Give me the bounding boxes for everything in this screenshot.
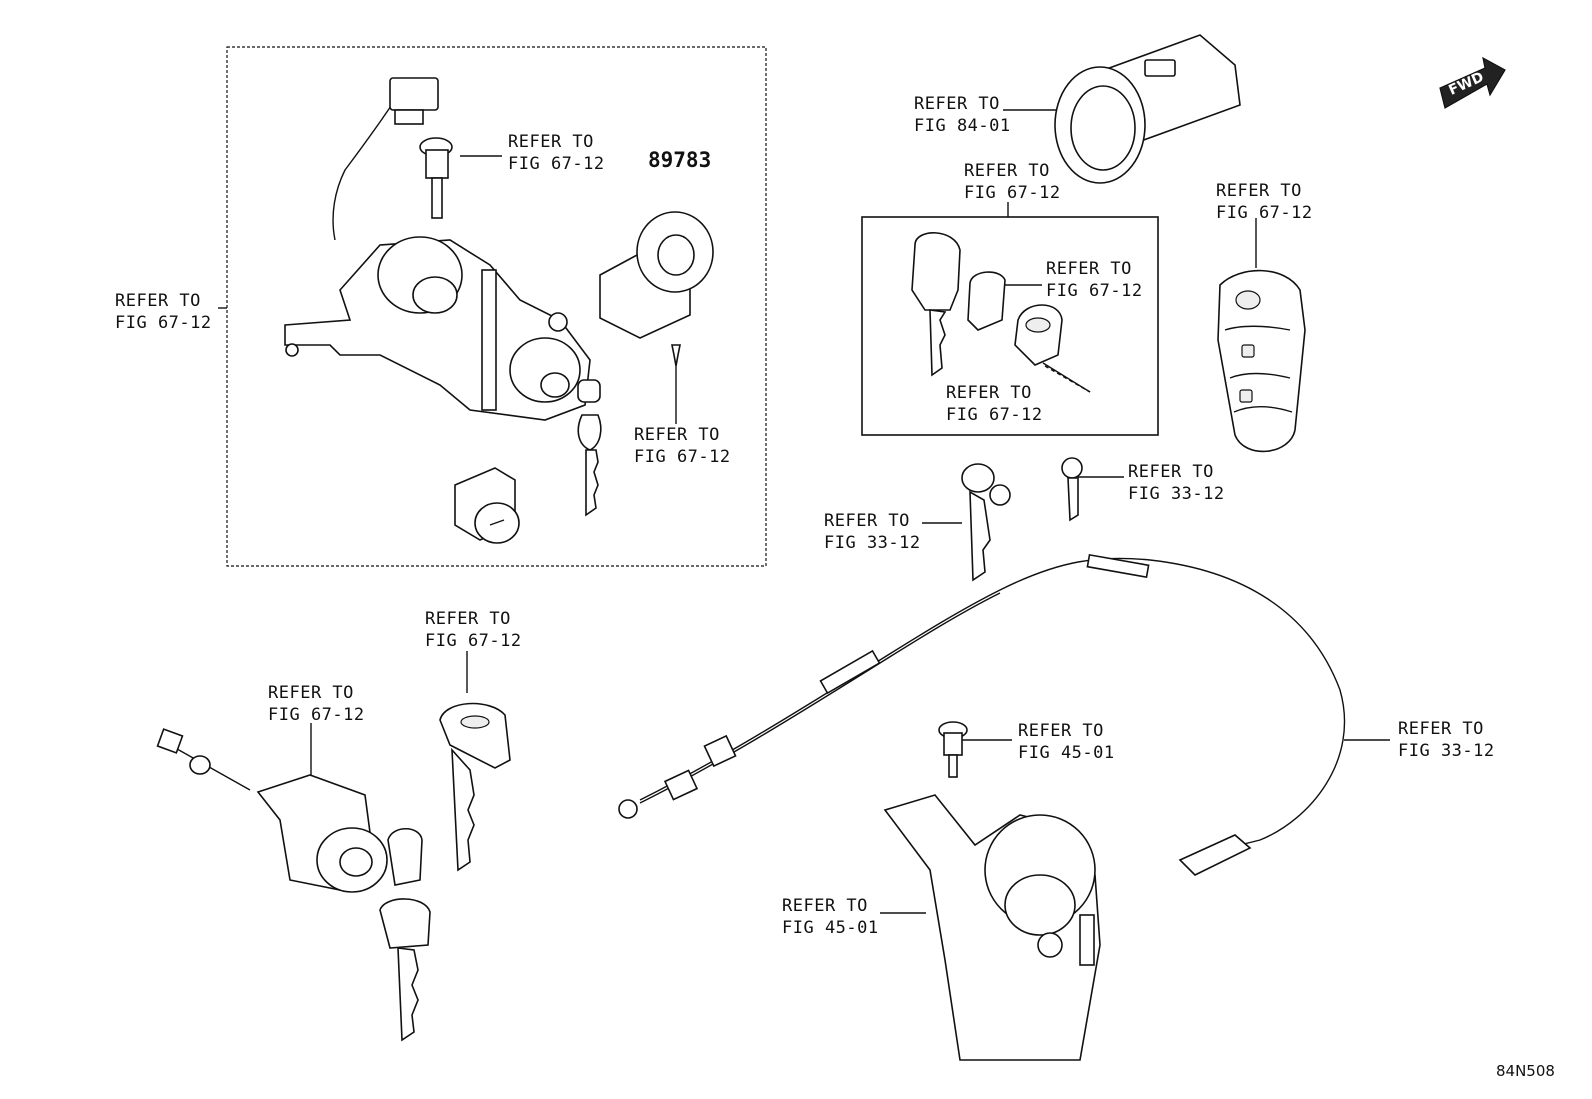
key-with-transponder [911,232,961,377]
engine-start-button [1054,34,1241,184]
callout-c2-fig: FIG 67-12 [508,154,605,174]
callout-c5[interactable]: REFER TO FIG 67-12 [964,160,1061,204]
callout-c14[interactable]: REFER TO FIG 33-12 [1398,718,1495,762]
callout-c5-refer: REFER TO [964,161,1050,181]
fwd-arrow-icon [1439,56,1506,109]
callout-c9-refer: REFER TO [824,511,910,531]
callout-c6-fig: FIG 67-12 [1046,281,1143,301]
callout-c15-refer: REFER TO [782,896,868,916]
callout-c3-fig: FIG 67-12 [634,447,731,467]
callout-c13[interactable]: REFER TO FIG 45-01 [1018,720,1115,764]
callout-c1[interactable]: REFER TO FIG 67-12 [115,290,212,334]
callout-c4[interactable]: REFER TO FIG 84-01 [914,93,1011,137]
ignition-switch-assembly [284,77,602,517]
transponder-chip [967,271,1006,331]
cable-clip-left [961,463,1011,582]
callout-c13-fig: FIG 45-01 [1018,743,1115,763]
door-lock-cylinder [454,467,520,544]
callout-c12-fig: FIG 67-12 [268,705,365,725]
part-number-89783[interactable]: 89783 [648,148,712,172]
callout-c13-refer: REFER TO [1018,721,1104,741]
part-89783 [599,211,714,339]
callout-c3[interactable]: REFER TO FIG 67-12 [634,424,731,468]
callout-c2-refer: REFER TO [508,132,594,152]
callout-c8[interactable]: REFER TO FIG 67-12 [1216,180,1313,224]
callout-c4-refer: REFER TO [914,94,1000,114]
callout-c7[interactable]: REFER TO FIG 67-12 [946,382,1043,426]
callout-c4-fig: FIG 84-01 [914,116,1011,136]
callout-c6[interactable]: REFER TO FIG 67-12 [1046,258,1143,302]
key-group-box [861,216,1159,436]
screw [671,344,681,367]
callout-c1-fig: FIG 67-12 [115,313,212,333]
callout-c11[interactable]: REFER TO FIG 67-12 [425,608,522,652]
callout-c10-fig: FIG 33-12 [1128,484,1225,504]
callout-c12-refer: REFER TO [268,683,354,703]
callout-c12[interactable]: REFER TO FIG 67-12 [268,682,365,726]
drawing-code: 84N508 [1496,1062,1555,1080]
callout-c2[interactable]: REFER TO FIG 67-12 [508,131,605,175]
ignition-group-box [226,46,767,567]
bolt-center [938,721,968,778]
callout-c1-refer: REFER TO [115,291,201,311]
callout-c15-fig: FIG 45-01 [782,918,879,938]
callout-c6-refer: REFER TO [1046,259,1132,279]
callout-c15[interactable]: REFER TO FIG 45-01 [782,895,879,939]
callout-c9-fig: FIG 33-12 [824,533,921,553]
callout-c7-refer: REFER TO [946,383,1032,403]
callout-c5-fig: FIG 67-12 [964,183,1061,203]
steering-column-cover [883,794,1101,1061]
shift-lock-cable [618,553,1346,876]
callout-c10[interactable]: REFER TO FIG 33-12 [1128,461,1225,505]
callout-c11-fig: FIG 67-12 [425,631,522,651]
callout-c8-refer: REFER TO [1216,181,1302,201]
callout-c14-refer: REFER TO [1398,719,1484,739]
smart-key-fob [1217,269,1306,453]
callout-c10-refer: REFER TO [1128,462,1214,482]
callout-c11-refer: REFER TO [425,609,511,629]
bolt [419,137,453,219]
callout-c9[interactable]: REFER TO FIG 33-12 [824,510,921,554]
key-blank [439,702,511,872]
callout-c14-fig: FIG 33-12 [1398,741,1495,761]
callout-c3-refer: REFER TO [634,425,720,445]
callout-c7-fig: FIG 67-12 [946,405,1043,425]
cable-clip-right [1061,457,1083,522]
door-lock-cylinder-with-keys [156,728,431,1042]
leader-lines [218,109,1390,914]
callout-c8-fig: FIG 67-12 [1216,203,1313,223]
key-cover [1014,304,1091,393]
